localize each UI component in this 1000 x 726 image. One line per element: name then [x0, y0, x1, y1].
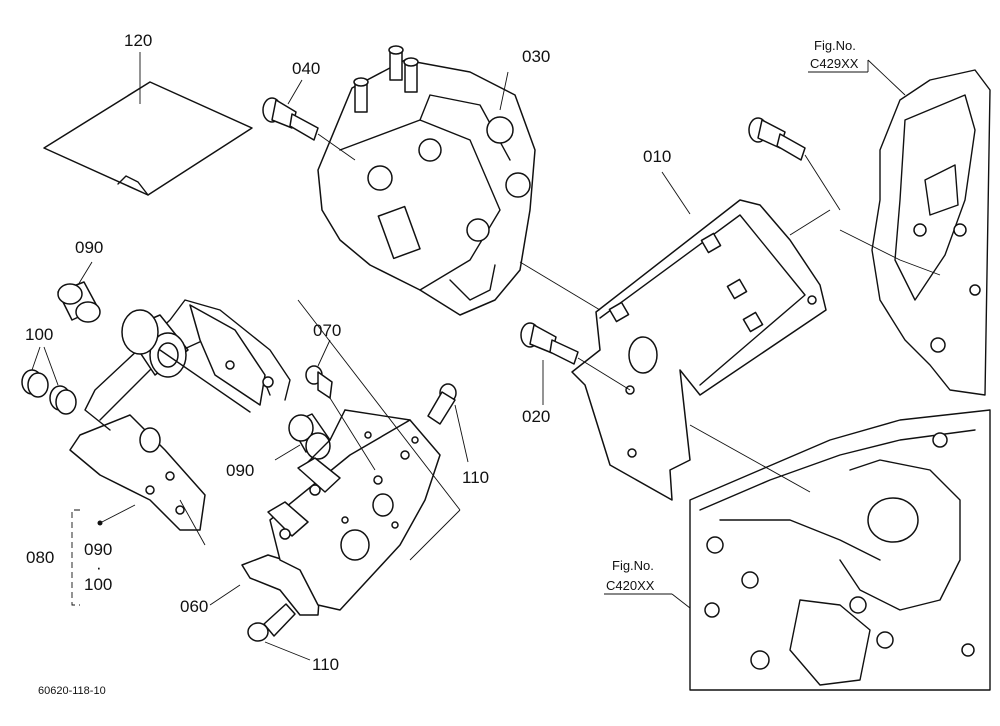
label-120: 120: [124, 31, 152, 50]
label-100: 100: [25, 325, 53, 344]
label-kit-100: 100: [84, 575, 112, 594]
part-bolt-upper-right: [748, 117, 841, 236]
part-120-sheet: [43, 52, 253, 196]
transmission-case-c420: [689, 409, 991, 691]
part-060-mounting-bracket: [209, 299, 461, 616]
part-010-bracket: [519, 171, 827, 501]
drawing-code: 60620-118-10: [38, 685, 106, 697]
part-090-sleeve-lower: [274, 413, 331, 461]
part-110-bolt-upper: [427, 383, 469, 463]
label-040: 040: [292, 59, 320, 78]
part-020-bolt: [520, 322, 631, 405]
label-110-lower: 110: [312, 655, 339, 674]
fig-ref-c429-code: C429XX: [810, 56, 859, 71]
part-030-control-valve: [317, 45, 536, 316]
label-030: 030: [522, 47, 550, 66]
label-090-lower: 090: [226, 461, 254, 480]
label-060: 060: [180, 597, 208, 616]
fig-ref-c420-code: C420XX: [606, 578, 655, 593]
label-020: 020: [522, 407, 550, 426]
label-110-upper: 110: [462, 468, 489, 487]
gear-case-c429: [839, 59, 991, 396]
part-080-support-frame: [69, 299, 291, 546]
label-080: 080: [26, 548, 54, 567]
label-090-top: 090: [75, 238, 103, 257]
label-kit-090: 090: [84, 540, 112, 559]
label-010: 010: [643, 147, 671, 166]
label-070: 070: [313, 321, 341, 340]
part-100-bushings: [21, 346, 77, 415]
fig-ref-c429-prefix: Fig.No.: [814, 38, 856, 53]
part-040-bolt: [262, 79, 356, 161]
fig-ref-c420-prefix: Fig.No.: [612, 558, 654, 573]
part-070-pin: [305, 339, 376, 471]
part-090-sleeve-top: [57, 261, 101, 323]
label-kit-separator: ·: [96, 558, 102, 577]
part-110-bolt-lower: [247, 603, 311, 661]
kit-080-bracket: [71, 504, 136, 606]
